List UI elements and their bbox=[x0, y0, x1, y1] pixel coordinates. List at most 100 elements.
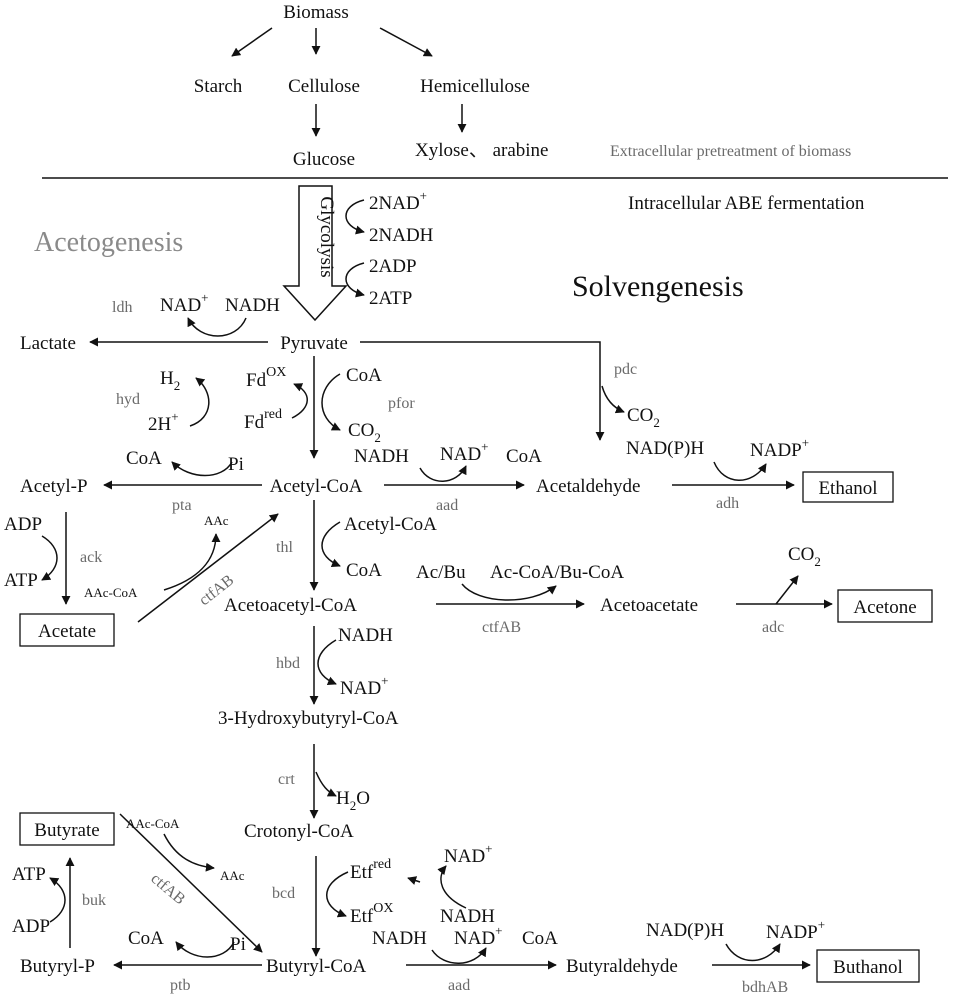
extracellular-label: Extracellular pretreatment of biomass bbox=[610, 143, 851, 160]
aad-nad-label-1: NAD bbox=[440, 444, 481, 465]
buk-cofactor-arrow bbox=[49, 877, 66, 923]
adh-nadp-plus: + bbox=[802, 435, 809, 450]
aad-nad-plus-2: + bbox=[495, 923, 502, 938]
bdhab-cofactor-arrow bbox=[725, 943, 781, 962]
crt-enzyme: crt bbox=[278, 771, 295, 788]
acetaldehyde-label: Acetaldehyde bbox=[536, 476, 640, 497]
etf-red-label: Etf bbox=[350, 862, 374, 883]
biomass-label: Biomass bbox=[283, 2, 348, 23]
buthanol-box bbox=[816, 949, 920, 983]
ctfab-aac-label-1: AAc bbox=[204, 513, 229, 528]
ldh-enzyme: ldh bbox=[112, 299, 132, 316]
acetate-label: Acetate bbox=[38, 621, 96, 642]
ctfab-enzyme-3: ctfAB bbox=[147, 870, 188, 908]
fd-ox-label: Fd bbox=[246, 370, 267, 391]
two-h-label: 2H bbox=[148, 414, 172, 435]
adh-enzyme: adh bbox=[716, 495, 739, 512]
ctfab-enzyme-2: ctfAB bbox=[482, 619, 521, 636]
svg-text:NADP+: NADP+ bbox=[750, 435, 809, 461]
pta-cofactor-arrow bbox=[171, 461, 233, 477]
nad-cycle-arrow bbox=[345, 199, 365, 235]
svg-text:CO2: CO2 bbox=[627, 405, 660, 430]
bcd-enzyme: bcd bbox=[272, 885, 295, 902]
acetoacetyl-coa-label: Acetoacetyl-CoA bbox=[224, 595, 357, 616]
ptb-pi-label: Pi bbox=[230, 934, 246, 955]
bcd-nadh-label: NADH bbox=[440, 906, 495, 927]
svg-text:NAD+: NAD+ bbox=[444, 841, 493, 867]
pyruvate-to-acetaldehyde-arrow bbox=[360, 341, 605, 441]
pdc-co-label: CO bbox=[627, 405, 653, 426]
etf-reduction-arrow bbox=[326, 871, 349, 918]
aad-nad-label-2: NAD bbox=[454, 928, 495, 949]
ldh-nad-plus: + bbox=[201, 290, 208, 305]
ldh-cofactor-arrow bbox=[187, 317, 247, 337]
aad-coa-label-2: CoA bbox=[522, 928, 558, 949]
two-nad-plus: + bbox=[420, 188, 427, 203]
butyrate-to-butyrylcoa-arrow bbox=[119, 813, 263, 953]
hyd-enzyme: hyd bbox=[116, 391, 140, 408]
hydroxybutyryl-coa-label: 3-Hydroxybutyryl-CoA bbox=[218, 708, 399, 729]
hemicellulose-label: Hemicellulose bbox=[420, 76, 530, 97]
pfor-co-sub: 2 bbox=[374, 430, 381, 445]
thl-acetylcoa-label: Acetyl-CoA bbox=[344, 514, 437, 535]
pfor-coa-arrow bbox=[321, 373, 341, 431]
svg-text:EtfOX: EtfOX bbox=[350, 901, 393, 927]
starch-label: Starch bbox=[194, 76, 243, 97]
thl-coa-label: CoA bbox=[346, 560, 382, 581]
ldh-nad-label: NAD bbox=[160, 295, 201, 316]
acetoacetate-label: Acetoacetate bbox=[600, 595, 698, 616]
bdhab-nadp-label: NADP bbox=[766, 922, 818, 943]
ctfab-cofactor-arrow-1 bbox=[163, 533, 221, 591]
etf-oxidation-link bbox=[407, 876, 421, 885]
ctfab-acbu-label: Ac/Bu bbox=[416, 562, 466, 583]
butyrate-box bbox=[19, 812, 115, 846]
pfor-co-label: CO bbox=[348, 420, 374, 441]
hyd-arrow bbox=[189, 377, 210, 427]
crt-h-label: H bbox=[336, 788, 350, 809]
adc-co2-arrow bbox=[775, 575, 799, 605]
etf-ox-label: Etf bbox=[350, 906, 374, 927]
svg-text:FdOX: FdOX bbox=[246, 365, 286, 391]
adh-nadph-label: NAD(P)H bbox=[626, 438, 704, 459]
aad-cofactor-arrow-1 bbox=[419, 465, 467, 482]
ctfab-aac-coa-label-1: AAc-CoA bbox=[84, 585, 138, 600]
h2-sub: 2 bbox=[174, 378, 181, 393]
aad-coa-label-1: CoA bbox=[506, 446, 542, 467]
adc-co-sub: 2 bbox=[814, 554, 821, 569]
fd-ox-sup: OX bbox=[266, 365, 286, 380]
ptb-cofactor-arrow bbox=[175, 941, 235, 958]
acetone-box bbox=[837, 589, 933, 623]
glycolysis-label: Glycolysis bbox=[316, 196, 337, 277]
svg-text:NAD+: NAD+ bbox=[340, 673, 389, 699]
ctfab-accoa-bucoa-label: Ac-CoA/Bu-CoA bbox=[490, 562, 624, 583]
aad-cofactor-arrow-2 bbox=[431, 947, 487, 964]
ack-adp-label: ADP bbox=[4, 514, 42, 535]
svg-text:2NAD+: 2NAD+ bbox=[369, 188, 427, 214]
svg-text:NAD+: NAD+ bbox=[454, 923, 503, 949]
adh-nadp-label: NADP bbox=[750, 440, 802, 461]
aad-nadh-label-1: NADH bbox=[354, 446, 409, 467]
h2-label: H bbox=[160, 368, 174, 389]
pyruvate-label: Pyruvate bbox=[280, 333, 348, 354]
two-nadh-label: 2NADH bbox=[369, 225, 434, 246]
svg-text:CO2: CO2 bbox=[788, 544, 821, 569]
buk-adp-label: ADP bbox=[12, 916, 50, 937]
thl-enzyme: thl bbox=[276, 539, 293, 556]
ptb-enzyme: ptb bbox=[170, 977, 190, 994]
fd-red-label: Fd bbox=[244, 412, 265, 433]
adc-co-label: CO bbox=[788, 544, 814, 565]
svg-text:2H+: 2H+ bbox=[148, 409, 179, 435]
xylose-arabine-label: Xylose、 arabine bbox=[415, 140, 548, 161]
ctfab-aac-coa-label-2: AAc-CoA bbox=[126, 816, 180, 831]
pfor-coa-label: CoA bbox=[346, 365, 382, 386]
ptb-coa-label: CoA bbox=[128, 928, 164, 949]
cellulose-label: Cellulose bbox=[288, 76, 360, 97]
pta-coa-label: CoA bbox=[126, 448, 162, 469]
glucose-label: Glucose bbox=[293, 149, 355, 170]
pfor-enzyme: pfor bbox=[388, 395, 415, 412]
adh-cofactor-arrow bbox=[713, 461, 767, 481]
intracellular-label: Intracellular ABE fermentation bbox=[628, 193, 865, 214]
buk-atp-label: ATP bbox=[12, 864, 46, 885]
bdhab-nadph-label: NAD(P)H bbox=[646, 920, 724, 941]
